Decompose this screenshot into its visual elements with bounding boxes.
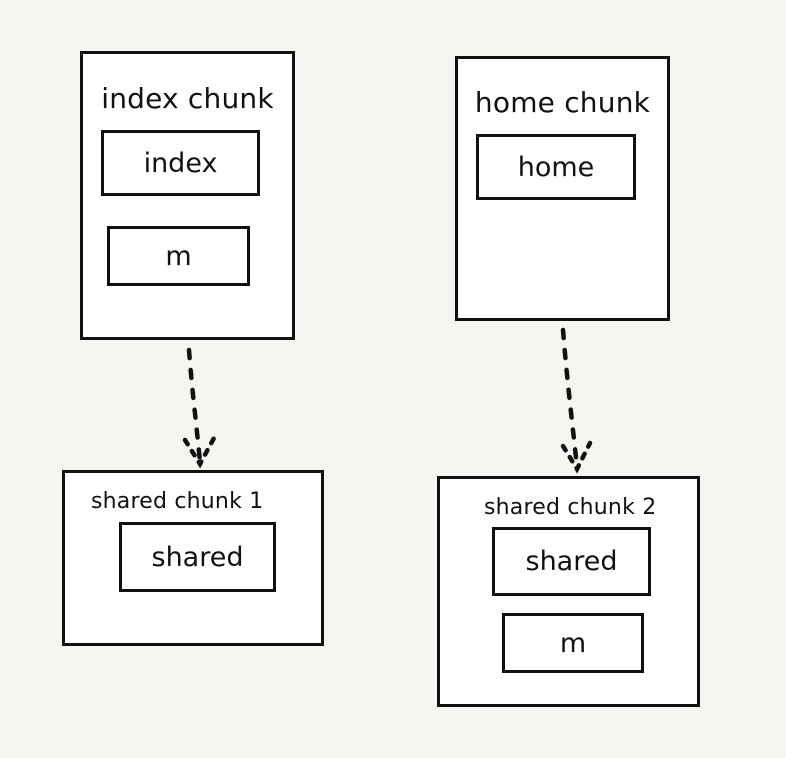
dotted-arrow-index-to-shared-1: [182, 347, 217, 469]
shared-chunk-2-title: shared chunk 2: [484, 495, 657, 520]
shared-module-box: shared: [492, 527, 651, 596]
shared-module-box: shared: [119, 522, 276, 592]
shared-chunk-1-box: shared chunk 1 shared: [62, 470, 324, 646]
shared-chunk-1-title: shared chunk 1: [91, 489, 264, 514]
home-module-box: home: [476, 134, 636, 200]
index-chunk-title: index chunk: [101, 82, 274, 115]
dotted-arrow-home-to-shared-2: [560, 327, 593, 474]
index-chunk-box: index chunk index m: [80, 51, 295, 340]
home-chunk-box: home chunk home: [455, 56, 670, 321]
home-chunk-title: home chunk: [474, 86, 651, 119]
shared-chunk-2-box: shared chunk 2 shared m: [437, 476, 700, 707]
index-module-box: index: [101, 130, 260, 196]
m-module-box: m: [107, 226, 250, 286]
m-module-box: m: [502, 613, 644, 673]
